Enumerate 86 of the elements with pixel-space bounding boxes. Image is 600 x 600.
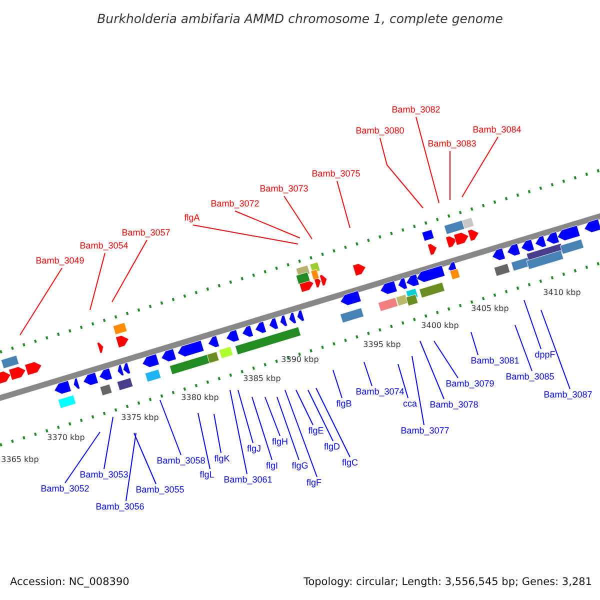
gene-label: Bamb_3055 [136, 486, 184, 494]
leader-line [276, 396, 300, 460]
leader-line [316, 388, 350, 458]
leader-line [104, 416, 114, 470]
gene-label: Bamb_3087 [544, 390, 592, 400]
leader-line [296, 390, 314, 426]
gene-label: flgB [336, 400, 352, 408]
scale-label: 3405 kbp [471, 305, 509, 313]
scale-label: 3390 kbp [281, 356, 319, 364]
leader-line [238, 390, 254, 444]
leader-line [284, 390, 318, 478]
gene-label: Bamb_3049 [36, 256, 84, 266]
scale-label: 3375 kbp [121, 414, 159, 422]
scale-label: 3365 kbp [1, 456, 39, 464]
gene-label: Bamb_3056 [96, 502, 144, 512]
gene-label: Bamb_3083 [428, 140, 476, 148]
gene-label: flgA [184, 214, 200, 222]
leader-line [416, 116, 440, 204]
gene-label: Bamb_3082 [392, 106, 440, 114]
gene-label: flgG [292, 462, 308, 470]
gene-label: Bamb_3052 [40, 484, 90, 494]
scale-label: 3370 kbp [47, 434, 85, 442]
leader-line [20, 268, 62, 336]
gene-label: dppF [534, 350, 556, 360]
gene-label: Bamb_3084 [472, 126, 522, 134]
leader-line [336, 180, 350, 228]
leader-line [420, 340, 444, 400]
gene-label: Bamb_3074 [356, 388, 404, 396]
leader-line [230, 390, 248, 474]
gene-label: flgF [306, 478, 322, 488]
leader-line [398, 364, 408, 398]
leader-line [380, 138, 424, 208]
leader-line [264, 396, 280, 436]
leader-line [308, 390, 334, 442]
gene-label: Bamb_3075 [312, 170, 360, 178]
leader-line [234, 210, 300, 238]
leader-line [64, 432, 100, 484]
genome-info-text: Topology: circular; Length: 3,556,545 bp; Genes: 3,281 [304, 576, 592, 588]
leader-line [412, 356, 424, 426]
gene-label: Bamb_3085 [506, 372, 554, 382]
leader-line [434, 340, 458, 378]
leader-line [214, 414, 222, 454]
gene-label: cca [403, 400, 417, 408]
leader-line [470, 332, 478, 356]
leader-line [462, 136, 498, 198]
gene-label: Bamb_3054 [80, 242, 128, 250]
leader-line [332, 370, 342, 398]
gene-label: Bamb_3058 [156, 456, 206, 466]
gene-label: flgE [308, 426, 324, 436]
scale-label: 3395 kbp [363, 341, 401, 349]
leader-line [284, 196, 312, 240]
gene-label: Bamb_3072 [210, 200, 260, 208]
gene-label: flgH [272, 438, 288, 446]
gene-label: Bamb_3080 [356, 126, 404, 136]
gene-label: Bamb_3061 [224, 476, 272, 484]
leader-line [514, 324, 532, 372]
gene-label: Bamb_3073 [260, 184, 308, 194]
scale-label: 3380 kbp [181, 394, 219, 402]
gene-label: flgL [200, 470, 214, 480]
gene-label: flgJ [247, 444, 261, 454]
gene-label: flgD [324, 442, 340, 452]
leader-line [192, 224, 298, 244]
accession-text: Accession: NC_008390 [10, 576, 130, 588]
gene-label: flgI [266, 462, 278, 470]
gene-label: Bamb_3053 [80, 470, 128, 480]
leader-line [134, 432, 156, 484]
leader-line [364, 362, 372, 386]
leader-line [160, 400, 182, 456]
leader-line [90, 252, 106, 310]
gene-label: Bamb_3057 [122, 228, 170, 238]
gene-label: Bamb_3077 [400, 426, 450, 436]
scale-label: 3385 kbp [243, 375, 281, 383]
gene-label: Bamb_3079 [446, 380, 494, 388]
gene-label: flgC [342, 458, 358, 468]
gene-label: flgK [214, 454, 230, 464]
scale-label: 3400 kbp [421, 322, 459, 330]
leader-line [112, 240, 148, 302]
leader-line [252, 396, 272, 460]
leader-line [126, 432, 136, 502]
gene-label: Bamb_3081 [470, 356, 520, 366]
scale-label: 3410 kbp [543, 289, 581, 297]
diagram-title: Burkholderia ambifaria AMMD chromosome 1, complete genome [96, 10, 504, 28]
gene-label: Bamb_3078 [430, 400, 478, 410]
leader-line [524, 300, 542, 350]
leader-line [198, 412, 210, 470]
leader-line [540, 310, 570, 390]
